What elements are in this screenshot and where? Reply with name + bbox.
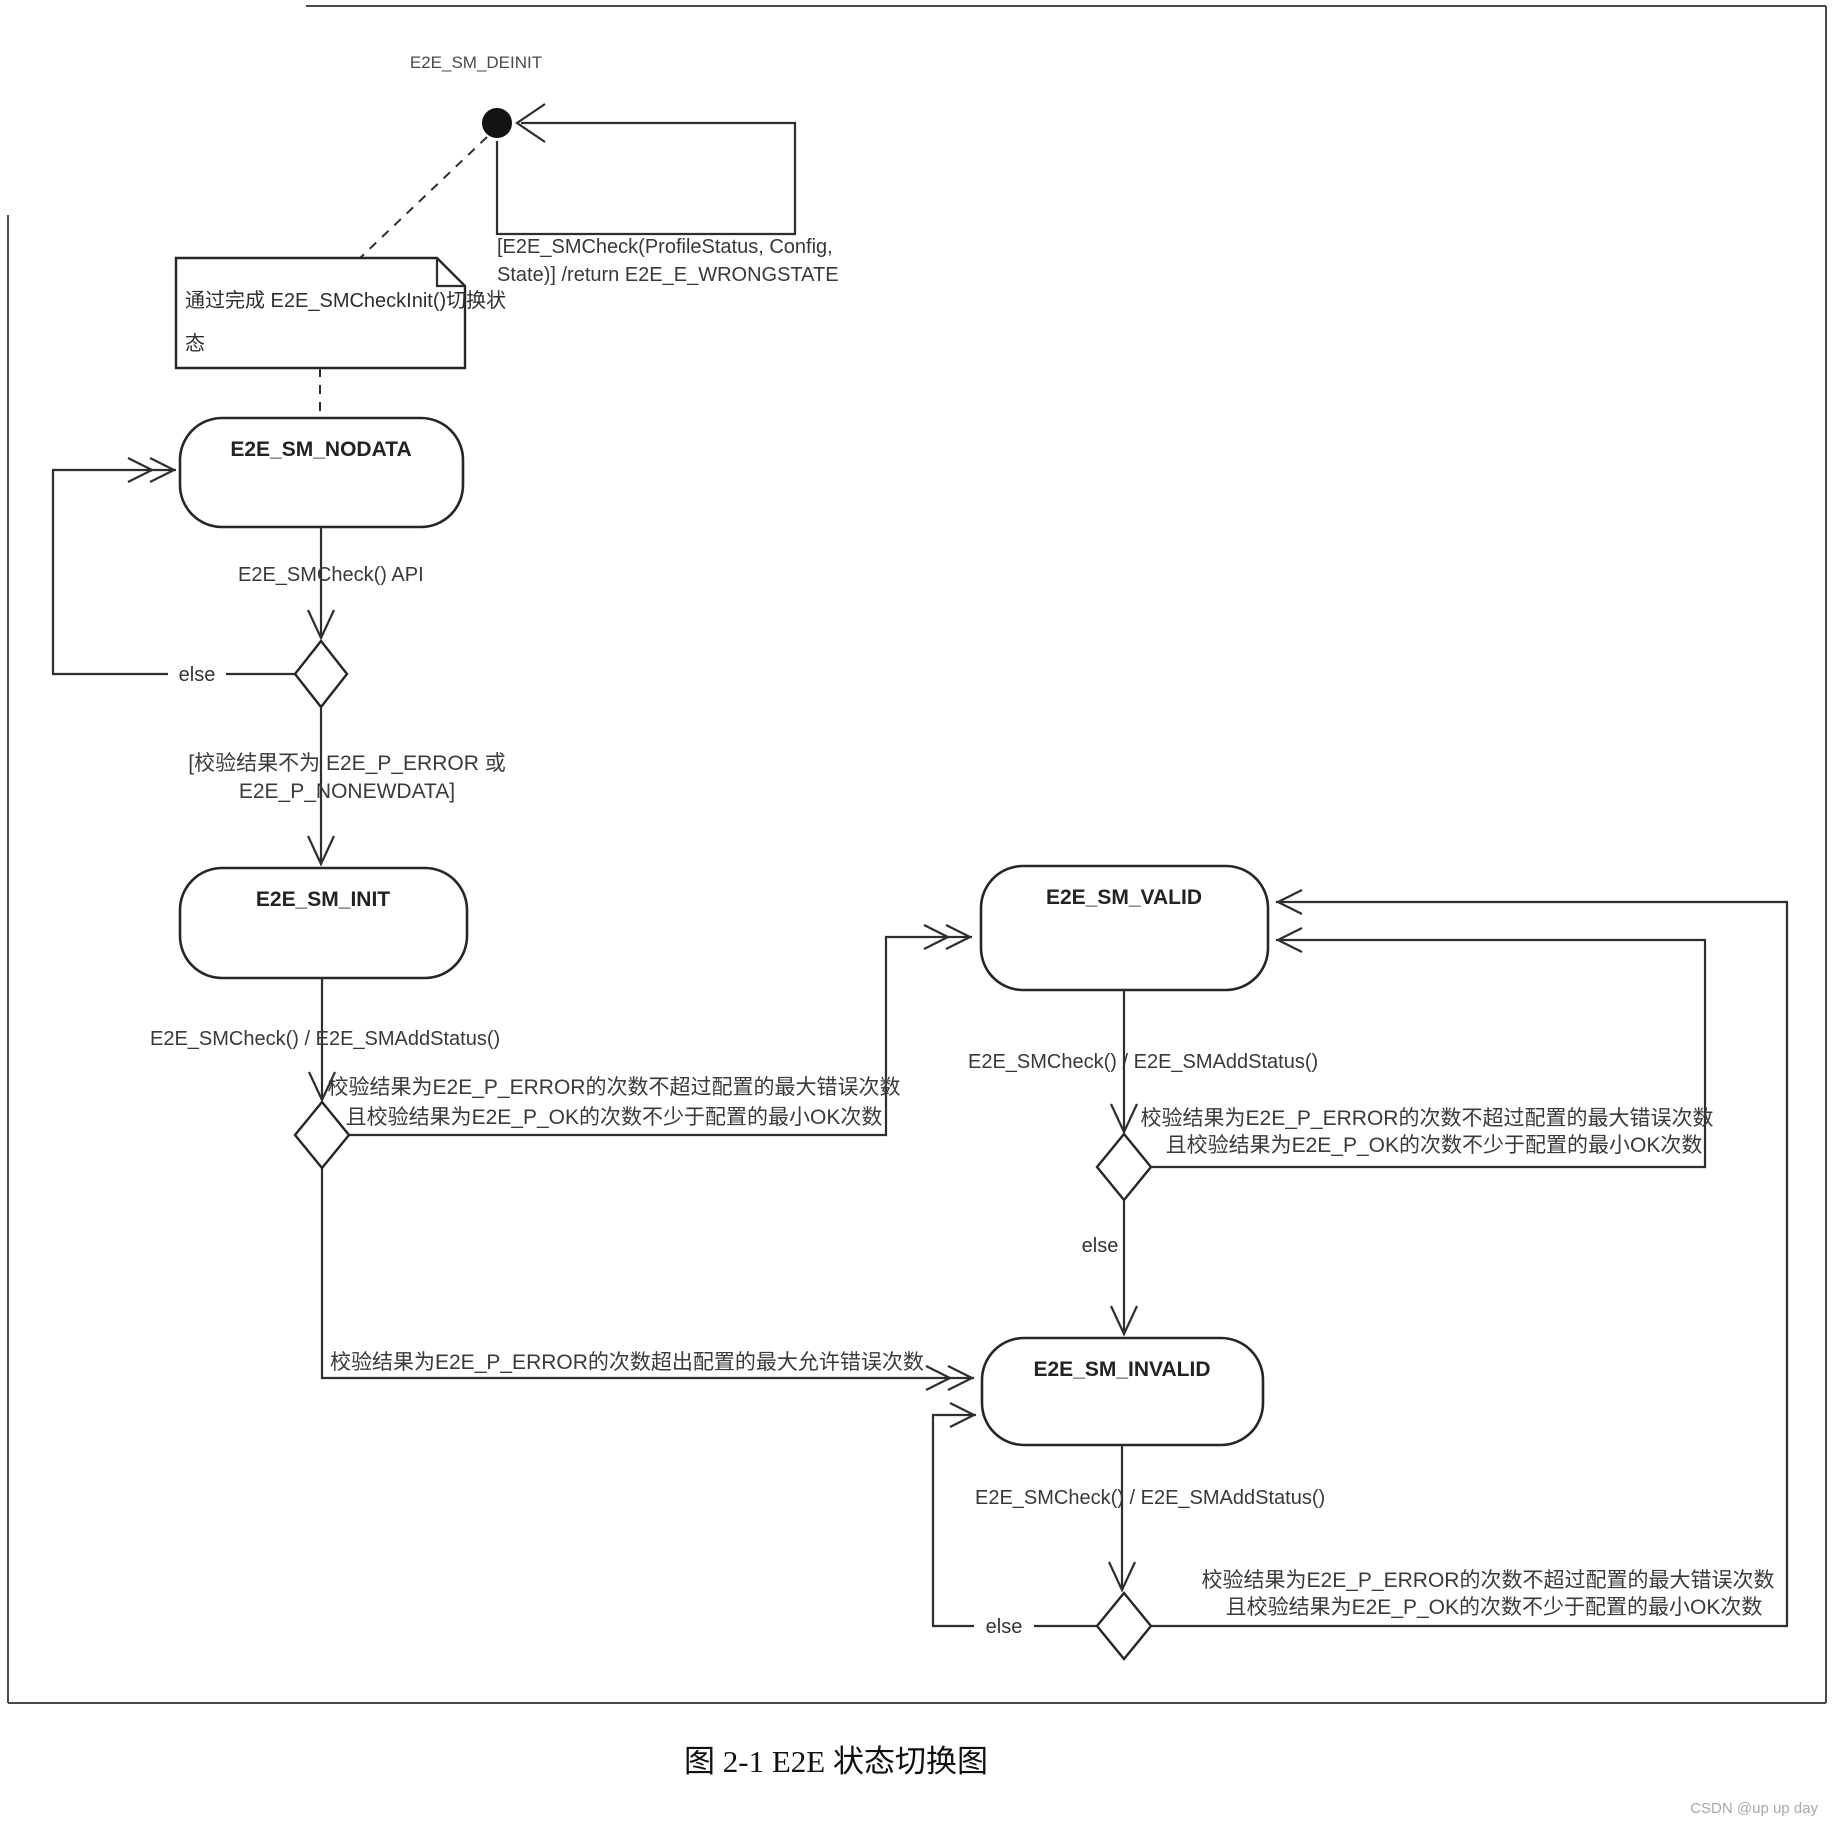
guard-invalid-loop-line1: 校验结果为E2E_P_ERROR的次数不超过配置的最大错误次数	[1202, 1569, 1775, 1592]
nodata-else-loop: else	[51, 457, 295, 687]
guard-invalid-loop-line2: 且校验结果为E2E_P_OK的次数不少于配置的最小OK次数	[1226, 1596, 1763, 1619]
choice1-diamond	[293, 639, 349, 709]
note-group: 通过完成 E2E_SMCheckInit()切换状 态	[174, 256, 506, 416]
arrowhead-into-deinit-icon	[515, 103, 546, 143]
state-init-box	[178, 866, 469, 980]
arrowhead-invalid-left-lower-icon	[949, 1402, 977, 1428]
choice2-to-valid: 校验结果为E2E_P_ERROR的次数不超过配置的最大错误次数 且校验结果为E2…	[328, 924, 973, 1137]
else-label-nodata: else	[179, 664, 216, 686]
state-invalid-label: E2E_SM_INVALID	[1034, 1358, 1211, 1381]
choice2-diamond	[293, 1100, 351, 1170]
initial-state-dot	[482, 108, 512, 138]
note-line2: 态	[185, 332, 205, 355]
deinit-guard-line2: State)] /return E2E_E_WRONGSTATE	[497, 264, 839, 286]
arrowhead-invalid-left-icon2	[925, 1365, 953, 1391]
deinit-state-label: E2E_SM_DEINIT	[410, 53, 542, 72]
arrowhead-valid-left-icon2	[923, 924, 951, 950]
state-nodata-label: E2E_SM_NODATA	[230, 438, 411, 461]
choice1-to-init: [校验结果不为 E2E_P_ERROR 或 E2E_P_NONEWDATA]	[188, 707, 506, 867]
arrowhead-choice2-icon	[308, 1071, 336, 1103]
arrowhead-valid-right-lower-icon	[1275, 927, 1303, 953]
valid-to-choice3: E2E_SMCheck() / E2E_SMAddStatus()	[968, 990, 1318, 1135]
choice3-else-to-invalid: else	[1082, 1200, 1138, 1337]
smcheck-addstatus-init-label: E2E_SMCheck() / E2E_SMAddStatus()	[150, 1028, 500, 1050]
note-box	[174, 256, 467, 370]
guard-valid-loop-line1: 校验结果为E2E_P_ERROR的次数不超过配置的最大错误次数	[1141, 1107, 1714, 1130]
invalid-else-loop: else	[931, 1402, 1097, 1639]
arrowhead-choice4-icon	[1108, 1561, 1136, 1593]
arrowhead-into-nodata-icon	[149, 457, 177, 483]
arrowhead-invalid-top-icon	[1110, 1305, 1138, 1337]
state-valid-label: E2E_SM_VALID	[1046, 886, 1202, 909]
else-label-invalid: else	[986, 1616, 1023, 1638]
init-to-choice2: E2E_SMCheck() / E2E_SMAddStatus()	[150, 978, 500, 1103]
arrowhead-choice1-icon	[307, 609, 335, 641]
guard-exceed-error-label: 校验结果为E2E_P_ERROR的次数超出配置的最大允许错误次数	[330, 1351, 924, 1374]
arrowhead-valid-left-icon	[945, 924, 973, 950]
note-line1: 通过完成 E2E_SMCheckInit()切换状	[185, 289, 506, 312]
smcheck-api-label: E2E_SMCheck() API	[238, 564, 424, 586]
guard-not-error-line2: E2E_P_NONEWDATA]	[239, 780, 455, 803]
arrowhead-into-nodata-icon2	[127, 457, 155, 483]
smcheck-addstatus-valid-label: E2E_SMCheck() / E2E_SMAddStatus()	[968, 1051, 1318, 1073]
guard-not-error-line1: [校验结果不为 E2E_P_ERROR 或	[188, 752, 505, 775]
diagram-frame	[7, 5, 1827, 1704]
smcheck-addstatus-invalid-label: E2E_SMCheck() / E2E_SMAddStatus()	[975, 1487, 1325, 1509]
note-fold-icon	[435, 258, 465, 288]
guard-init-to-valid-line1: 校验结果为E2E_P_ERROR的次数不超过配置的最大错误次数	[328, 1076, 901, 1099]
state-invalid-box	[980, 1336, 1265, 1447]
arrowhead-init-icon	[307, 835, 335, 867]
state-init-label: E2E_SM_INIT	[256, 888, 390, 911]
else-label-valid: else	[1082, 1235, 1119, 1257]
guard-valid-loop-line2: 且校验结果为E2E_P_OK的次数不少于配置的最小OK次数	[1166, 1134, 1703, 1157]
deinit-group: E2E_SM_DEINIT [E2E_SMCheck(ProfileStatus…	[359, 53, 839, 286]
nodata-to-choice1: E2E_SMCheck() API	[238, 527, 424, 641]
valid-self-loop: 校验结果为E2E_P_ERROR的次数不超过配置的最大错误次数 且校验结果为E2…	[1141, 927, 1714, 1169]
deinit-note-connector	[359, 136, 488, 259]
choice3-diamond	[1095, 1132, 1153, 1202]
arrowhead-valid-right-upper-icon	[1275, 889, 1303, 915]
choice4-diamond	[1095, 1591, 1153, 1661]
choice2-to-invalid: 校验结果为E2E_P_ERROR的次数超出配置的最大允许错误次数	[320, 1168, 975, 1391]
guard-init-to-valid-line2: 且校验结果为E2E_P_OK的次数不少于配置的最小OK次数	[346, 1106, 883, 1129]
state-nodata-box	[178, 416, 465, 529]
deinit-self-loop-line	[495, 121, 797, 236]
figure-caption: 图 2-1 E2E 状态切换图	[684, 1744, 988, 1779]
deinit-guard-line1: [E2E_SMCheck(ProfileStatus, Config,	[497, 236, 833, 258]
invalid-to-choice4: E2E_SMCheck() / E2E_SMAddStatus()	[975, 1445, 1325, 1593]
csdn-watermark: CSDN @up up day	[1690, 1800, 1818, 1817]
state-valid-box	[979, 864, 1270, 992]
arrowhead-invalid-left-icon	[947, 1365, 975, 1391]
arrowhead-choice3-icon	[1110, 1103, 1138, 1135]
invalid-to-valid-loop: 校验结果为E2E_P_ERROR的次数不超过配置的最大错误次数 且校验结果为E2…	[1151, 889, 1789, 1628]
